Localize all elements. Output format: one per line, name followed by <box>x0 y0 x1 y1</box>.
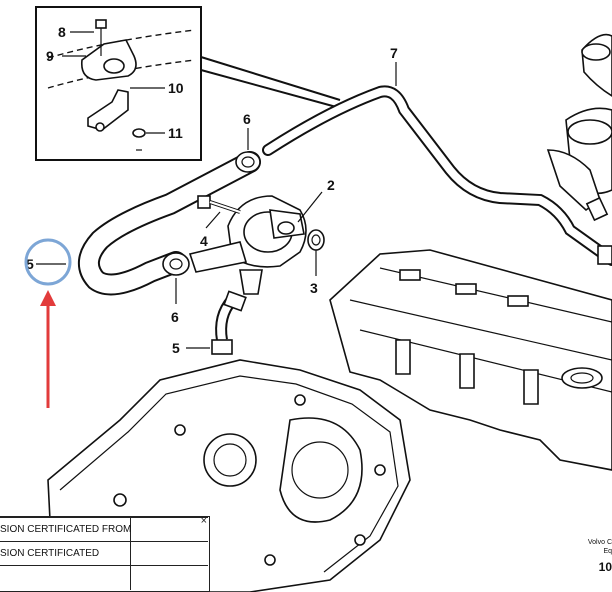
callout-2: 3 <box>310 280 318 296</box>
callout-5-group: 5 <box>24 238 72 408</box>
corner-caption: Volvo C Eq <box>582 538 612 556</box>
callout-11: 11 <box>168 125 183 141</box>
housing-1: 2 <box>188 177 335 295</box>
callout-6b: 6 <box>171 309 179 325</box>
callout-5: 5 <box>26 256 34 272</box>
corner-number: 10 <box>598 560 612 574</box>
callout-10: 10 <box>168 80 184 96</box>
detail-inset: 8 9 10 11 <box>35 6 341 161</box>
hose-5 <box>78 151 261 296</box>
cert-row-1: SION CERTIFICATED FROM <box>0 517 208 542</box>
callout-9: 9 <box>46 48 54 64</box>
callout-8: 8 <box>58 24 66 40</box>
certification-table: × SION CERTIFICATED FROM SION CERTIFICAT… <box>0 515 210 592</box>
cert-row-2-label: SION CERTIFICATED <box>0 548 100 559</box>
close-icon[interactable]: × <box>200 515 207 527</box>
cert-row-2: SION CERTIFICATED <box>0 541 208 566</box>
corner-line-2: Eq <box>603 548 612 555</box>
fitting-4: 5 <box>172 290 247 395</box>
hose-clamp-lower: 6 <box>162 252 190 325</box>
highlight-arrow-head <box>40 290 56 306</box>
callout-7: 7 <box>390 45 398 61</box>
callout-3: 4 <box>200 233 208 249</box>
callout-4: 5 <box>172 340 180 356</box>
bolt-3: 4 <box>197 195 241 249</box>
housing-upper-right <box>546 33 612 265</box>
pipe-7: 7 <box>262 45 612 266</box>
gasket-2: 3 <box>307 229 325 296</box>
cert-row-3 <box>0 565 208 590</box>
cert-row-1-label: SION CERTIFICATED FROM <box>0 524 132 535</box>
highlight-circle <box>24 238 72 286</box>
callout-1: 2 <box>327 177 335 193</box>
cylinder-head <box>329 249 612 471</box>
corner-line-1: Volvo C <box>587 539 612 546</box>
hose-clamp-upper: 6 <box>235 111 261 173</box>
callout-6a: 6 <box>243 111 251 127</box>
